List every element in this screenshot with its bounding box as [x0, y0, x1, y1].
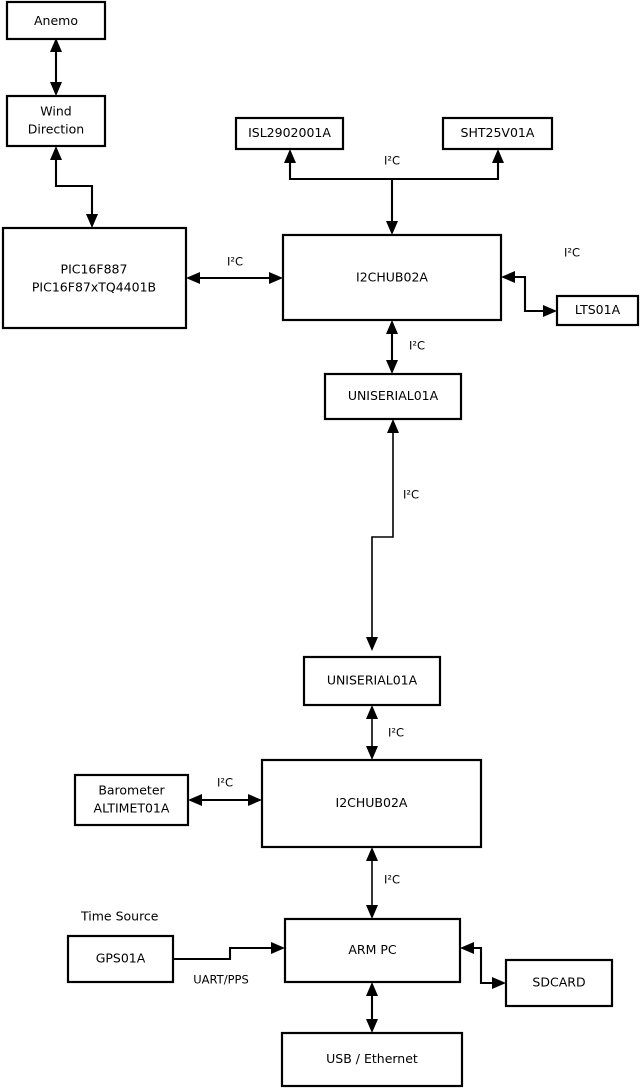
label-time-source: Time Source — [80, 909, 159, 924]
node-label-barometer-line2: ALTIMET01A — [94, 801, 170, 816]
edges-layer — [50, 38, 557, 1033]
node-i2chub02a-top[interactable]: I2CHUB02A — [281, 233, 503, 322]
node-i2chub02a-bottom[interactable]: I2CHUB02A — [260, 758, 483, 849]
node-label-uniserial01a-lower: UNISERIAL01A — [327, 673, 418, 688]
node-sdcard[interactable]: SDCARD — [504, 958, 614, 1008]
edge-i2chub-bottom-arm-pc — [366, 847, 378, 919]
edge-label-i2c-barometer: I²C — [217, 776, 233, 790]
node-label-usb-ethernet: USB / Ethernet — [326, 1051, 418, 1066]
edge-uniserial-lower-i2chub-bottom — [366, 705, 378, 760]
node-label-sdcard: SDCARD — [532, 975, 585, 990]
node-label-barometer-line1: Barometer — [98, 783, 165, 798]
node-gps01a[interactable]: GPS01A — [66, 934, 175, 984]
edge-label-i2c-hub-uniserial: I²C — [409, 339, 425, 353]
node-label-wind-direction-line1: Wind — [40, 104, 71, 119]
edge-gps-arm-pc — [173, 942, 285, 961]
node-wind-direction[interactable]: Wind Direction — [5, 94, 107, 148]
node-pic-mcu[interactable]: PIC16F887 PIC16F87xTQ4401B — [1, 226, 188, 330]
node-label-uniserial01a-upper: UNISERIAL01A — [348, 388, 439, 403]
node-label-pic-line1: PIC16F887 — [61, 262, 128, 277]
node-label-arm-pc: ARM PC — [348, 942, 397, 957]
edge-uniserial-upper-lower — [366, 419, 399, 651]
node-anemo[interactable]: Anemo — [5, 0, 107, 41]
node-label-i2chub02a-bottom: I2CHUB02A — [336, 795, 408, 810]
node-arm-pc[interactable]: ARM PC — [283, 917, 462, 984]
edge-label-i2c-uniserial-hub-bottom: I²C — [388, 726, 404, 740]
node-isl2902001a[interactable]: ISL2902001A — [234, 116, 345, 151]
node-lts01a[interactable]: LTS01A — [555, 294, 640, 327]
edge-arm-pc-sdcard — [460, 942, 506, 989]
node-label-pic-line2: PIC16F87xTQ4401B — [32, 280, 156, 295]
node-sht25v01a[interactable]: SHT25V01A — [441, 116, 554, 151]
node-uniserial01a-lower[interactable]: UNISERIAL01A — [302, 655, 442, 707]
node-label-i2chub02a-top: I2CHUB02A — [356, 270, 428, 285]
edge-i2chub-top-lts — [501, 271, 557, 317]
edge-label-i2c-uniserial-uniserial: I²C — [403, 488, 419, 502]
node-label-sht25v01a: SHT25V01A — [461, 125, 535, 140]
edge-barometer-i2chub-bottom — [188, 794, 262, 806]
node-label-wind-direction-line2: Direction — [28, 122, 84, 137]
edge-label-i2c-sensors-top: I²C — [384, 154, 400, 168]
node-usb-ethernet[interactable]: USB / Ethernet — [280, 1031, 464, 1088]
edge-label-i2c-pic-hub: I²C — [227, 255, 243, 269]
edge-label-i2c-lts: I²C — [564, 246, 580, 260]
free-labels-layer: Time Source — [80, 909, 159, 924]
edge-i2chub-top-sensors — [284, 149, 504, 235]
edge-anemo-wind-direction — [50, 38, 62, 96]
node-label-anemo: Anemo — [34, 13, 78, 28]
edge-labels-layer: I²C I²C I²C I²C I²C I²C I²C I²C UART/PPS — [193, 154, 580, 987]
node-label-isl2902001a: ISL2902001A — [248, 125, 331, 140]
edge-label-i2c-hub-bottom-arm: I²C — [384, 873, 400, 887]
node-barometer-altimet01a[interactable]: Barometer ALTIMET01A — [73, 773, 190, 827]
edge-i2chub-top-uniserial-upper — [386, 320, 398, 374]
edge-pic-i2chub-top — [186, 272, 283, 284]
edge-label-uart-pps: UART/PPS — [193, 973, 249, 987]
edge-wind-direction-pic — [50, 146, 98, 228]
node-uniserial01a-upper[interactable]: UNISERIAL01A — [323, 372, 463, 421]
edge-arm-pc-usb-ethernet — [366, 982, 378, 1033]
node-label-gps01a: GPS01A — [96, 951, 146, 966]
node-label-lts01a: LTS01A — [575, 302, 621, 317]
